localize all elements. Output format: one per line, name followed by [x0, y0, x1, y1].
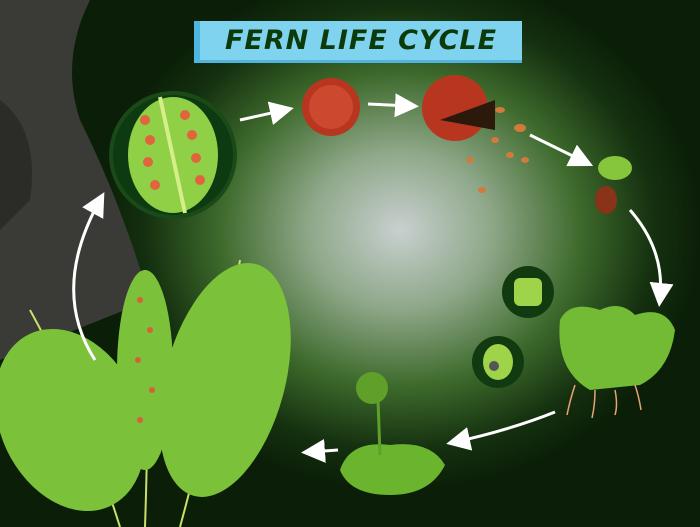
mature-fern [0, 259, 291, 527]
page-title: FERN LIFE CYCLE [224, 25, 498, 56]
germinating-spore [595, 156, 632, 214]
sporangium [302, 78, 360, 136]
tree-trunk [0, 0, 150, 360]
young-sporophyte [340, 372, 445, 495]
fern-leaf-closeup [109, 91, 237, 219]
gametangia [472, 266, 554, 388]
prothallus [559, 306, 675, 419]
cycle-arrows [72, 93, 674, 463]
sporangium-releasing-spores [422, 75, 529, 193]
title-banner: FERN LIFE CYCLE [194, 21, 522, 63]
